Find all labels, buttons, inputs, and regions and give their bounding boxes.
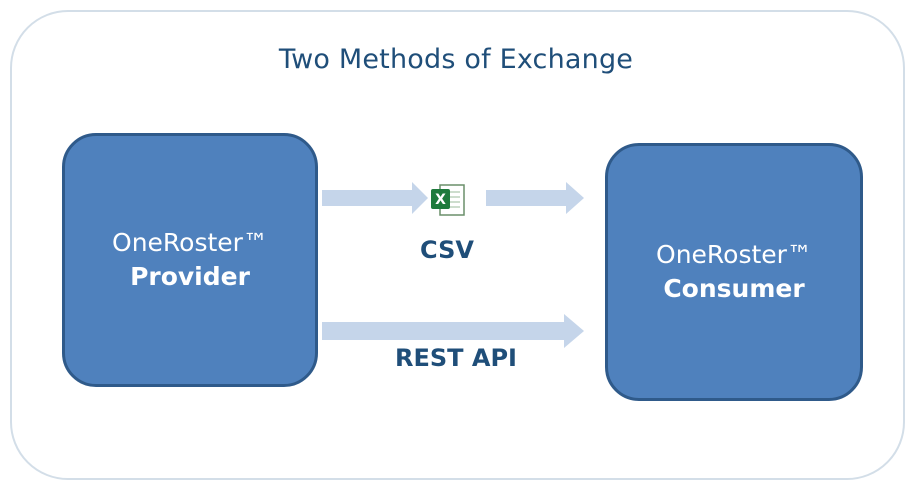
csv-arrow-shaft-left bbox=[322, 190, 414, 206]
svg-text:X: X bbox=[435, 192, 446, 208]
csv-arrow bbox=[322, 182, 584, 214]
provider-role: Provider bbox=[130, 262, 250, 291]
rest-arrow-shaft bbox=[322, 322, 566, 340]
csv-arrow-shaft-right bbox=[486, 190, 568, 206]
rest-arrow-head bbox=[564, 314, 584, 348]
provider-box: OneRoster™ Provider bbox=[62, 133, 318, 387]
csv-label: CSV bbox=[420, 236, 474, 264]
rest-api-label: REST API bbox=[395, 344, 517, 372]
excel-file-icon: X bbox=[431, 184, 465, 216]
consumer-box: OneRoster™ Consumer bbox=[605, 143, 863, 401]
consumer-role: Consumer bbox=[663, 274, 805, 303]
consumer-name: OneRoster™ bbox=[656, 240, 812, 269]
csv-arrow-head-right bbox=[566, 182, 584, 214]
provider-name: OneRoster™ bbox=[112, 228, 268, 257]
diagram-title: Two Methods of Exchange bbox=[278, 44, 634, 75]
rest-arrow bbox=[322, 314, 584, 348]
csv-arrow-head-left bbox=[412, 182, 428, 214]
